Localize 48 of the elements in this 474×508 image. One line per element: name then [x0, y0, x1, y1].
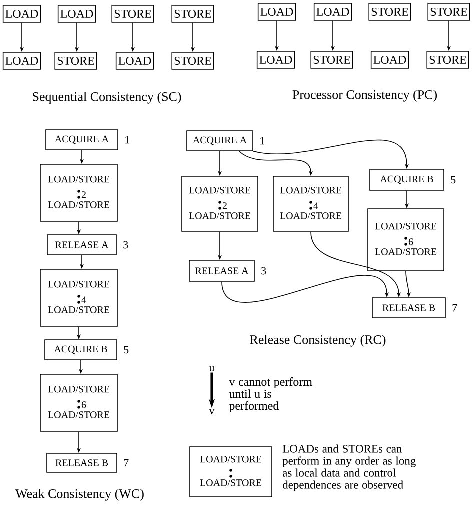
operation-box: LOAD [258, 3, 296, 21]
operation-box: RELEASE B [46, 453, 118, 473]
load-store-block: LOAD/STORE 2 LOAD/STORE [182, 176, 258, 232]
operation-box: LOAD [314, 3, 352, 21]
operation-box: RELEASE A [189, 260, 255, 282]
operation-box: STORE [310, 51, 354, 69]
load-store-block: LOAD/STORE 6 LOAD/STORE [368, 208, 444, 272]
load-store-block: LOAD/STORE 6 LOAD/STORE [40, 374, 118, 432]
step-number: 5 [451, 176, 456, 184]
step-number: 1 [260, 137, 264, 145]
step-number: 7 [124, 459, 129, 467]
panel-caption: Processor Consistency (PC) [292, 90, 438, 102]
operation-box: RELEASE B [372, 298, 446, 318]
operation-box: LOAD [2, 5, 42, 23]
operation-box: LOAD [2, 52, 42, 70]
panel-caption: Sequential Consistency (SC) [33, 92, 182, 104]
operation-box: STORE [172, 52, 214, 70]
operation-box: ACQUIRE A [46, 130, 118, 150]
note-text: v cannot perform until u is performed [229, 378, 312, 412]
load-store-block: LOAD/STORE 2 LOAD/STORE [40, 164, 118, 222]
arrow [222, 275, 390, 303]
step-number: 7 [452, 304, 458, 312]
operation-box: LOAD [58, 5, 96, 23]
step-number: 3 [124, 241, 128, 249]
panel-caption: Release Consistency (RC) [250, 335, 386, 347]
operation-box: ACQUIRE A [186, 130, 254, 152]
operation-box: STORE [54, 52, 98, 70]
variable-label: u [209, 366, 215, 372]
operation-box: STORE [112, 5, 154, 23]
operation-box: ACQUIRE B [370, 169, 444, 191]
variable-label: v [209, 409, 215, 415]
step-number: 5 [124, 346, 129, 354]
operation-box: LOAD [370, 51, 410, 69]
operation-box: LOAD [116, 52, 154, 70]
note-text: LOADs and STOREs can perform in any order as long as local data and control dependences are observed [282, 444, 416, 492]
operation-box: STORE [368, 3, 412, 21]
step-number: 3 [262, 267, 266, 275]
load-store-block: LOAD/STORE 4 LOAD/STORE [273, 176, 349, 232]
operation-box: STORE [426, 51, 470, 69]
operation-box: LOAD [256, 51, 296, 69]
operation-box: STORE [172, 5, 214, 23]
operation-box: RELEASE A [47, 234, 117, 256]
load-store-block: LOAD/STORE 4 LOAD/STORE [40, 269, 118, 327]
operation-box: ACQUIRE B [44, 340, 118, 360]
load-store-block: LOAD/STORE LOAD/STORE [190, 446, 272, 498]
operation-box: STORE [428, 3, 470, 21]
step-number: 1 [126, 136, 130, 144]
panel-caption: Weak Consistency (WC) [16, 489, 144, 501]
